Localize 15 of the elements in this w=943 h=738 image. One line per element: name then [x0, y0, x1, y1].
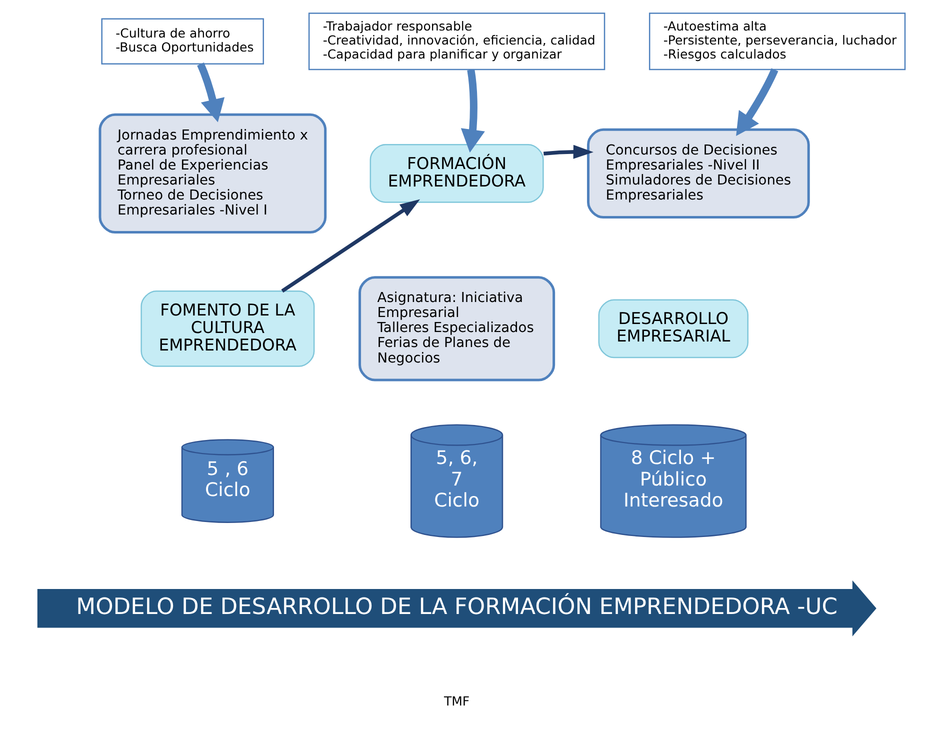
arrow [736, 68, 778, 136]
node-box: DESARROLLO EMPRESARIAL [598, 299, 748, 358]
node-box: Concursos de Decisiones Empresariales -Nivel II Simuladores de Decisiones Empresariales [587, 128, 810, 219]
node-box: FORMACIÓN EMPRENDEDORA [370, 144, 544, 203]
node-box: -Trabajador responsable -Creatividad, innovación, eficiencia, calidad -Capacidad para planificar y organizar [308, 12, 606, 70]
node-box: FOMENTO DE LA CULTURA EMPRENDEDORA [140, 290, 315, 367]
arrow [543, 144, 594, 159]
node-box: -Cultura de ahorro -Busca Oportunidades [101, 18, 264, 65]
arrow [460, 69, 485, 153]
arrow [197, 62, 225, 122]
node-box: Asignatura: Iniciativa Empresarial Talleres Especializados Ferias de Planes de Negocios [358, 276, 556, 382]
node-box: Jornadas Emprendimiento x carrera profesional Panel de Experiencias Empresariales Torneo de Decisiones Empresariales -Nivel I [98, 113, 327, 234]
arrow [281, 199, 420, 293]
node-box: -Autoestima alta -Persistente, perseverancia, luchador -Riesgos calculados [648, 12, 906, 70]
label: TMF [444, 693, 470, 708]
